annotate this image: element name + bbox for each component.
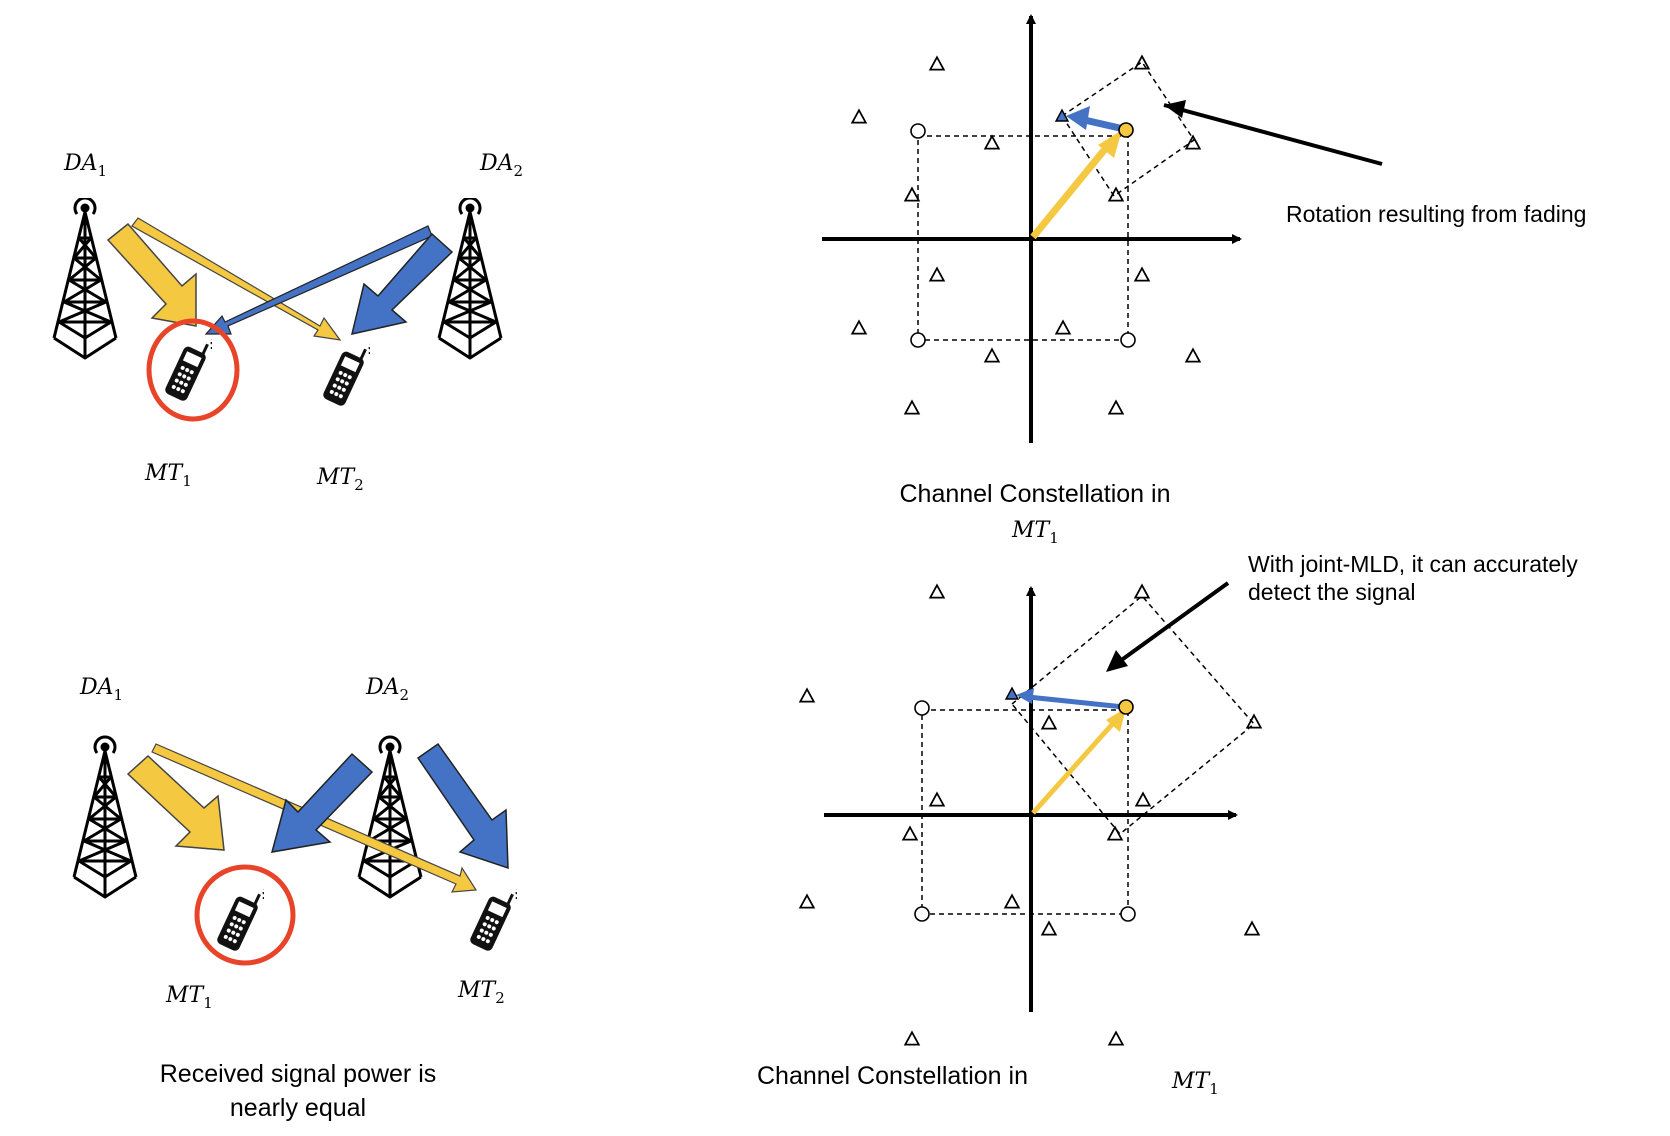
interference-points — [851, 55, 1201, 415]
top-constellation-caption-mt: MT1 — [1011, 518, 1059, 547]
blue-vector-head — [1066, 106, 1090, 130]
rotated-square — [1060, 60, 1196, 198]
bottom-constellation: With joint-MLD, it can accurately detect… — [757, 551, 1578, 1098]
signal-arrow-strong-blue — [416, 742, 509, 870]
qpsk-square — [921, 709, 1129, 915]
signal-arrow-strong-blue — [350, 232, 454, 335]
antenna-tower-icon — [357, 735, 423, 899]
mobile-phone-icon — [162, 330, 212, 406]
yellow-vector-head — [1106, 708, 1126, 732]
constellation-point — [910, 332, 926, 348]
top-constellation: Rotation resulting from fading Channel C… — [822, 14, 1586, 547]
da1-label: DA1 — [63, 151, 107, 180]
rotated-square — [1010, 594, 1256, 836]
da1-label: DA1 — [79, 675, 123, 704]
signal-arrow-weak-blue — [204, 225, 433, 335]
antenna-tower-icon — [52, 198, 118, 360]
bottom-constellation-caption-mt: MT1 — [1171, 1069, 1219, 1098]
constellation-point — [914, 700, 930, 716]
constellation-point — [914, 906, 930, 922]
bottom-scene-caption-line2: nearly equal — [230, 1094, 366, 1122]
joint-mld-annotation-line1: With joint-MLD, it can accurately — [1248, 551, 1578, 577]
received-interference-point — [1054, 108, 1070, 122]
mt1-highlight-circle — [194, 864, 296, 966]
annotation-arrowhead — [1106, 650, 1128, 672]
mt1-highlight-circle — [146, 318, 240, 422]
constellation-point — [1120, 906, 1136, 922]
blue-vector-head — [1016, 688, 1034, 704]
yellow-vector-head — [1098, 130, 1122, 158]
signal-arrow-strong-yellow — [106, 222, 197, 327]
antenna-tower-icon — [72, 735, 138, 899]
annotation-arrowhead — [1164, 100, 1186, 118]
constellation-point — [1120, 332, 1136, 348]
rotation-annotation: Rotation resulting from fading — [1286, 201, 1586, 227]
mobile-phone-icon — [214, 880, 264, 956]
bottom-constellation-caption: Channel Constellation in — [757, 1062, 1028, 1090]
yellow-signal-vector — [1031, 718, 1118, 815]
signal-arrow-weak-yellow — [131, 217, 342, 341]
bottom-scene: DA1 DA2 MT1 MT2 Received signal power is… — [72, 675, 517, 1122]
received-signal-point — [1118, 699, 1134, 715]
top-constellation-caption: Channel Constellation in — [899, 480, 1170, 508]
signal-arrow-strong-yellow — [126, 754, 225, 851]
bottom-scene-caption-line1: Received signal power is — [160, 1060, 437, 1088]
da2-label: DA2 — [479, 151, 523, 180]
signal-arrow-strong-blue — [270, 752, 374, 853]
joint-mld-annotation-line2: detect the signal — [1248, 579, 1416, 605]
annotation-arrow — [1163, 103, 1383, 166]
top-scene: DA1 DA2 MT1 MT2 — [52, 151, 523, 494]
constellation-point — [910, 123, 926, 139]
received-signal-point — [1118, 122, 1134, 138]
mt1-label: MT1 — [144, 461, 192, 490]
mt2-label: MT2 — [316, 465, 364, 494]
received-interference-point — [1004, 686, 1020, 700]
antenna-tower-icon — [437, 198, 503, 360]
annotation-arrow — [1114, 581, 1230, 666]
yellow-signal-vector — [1030, 140, 1113, 240]
da2-label: DA2 — [365, 675, 409, 704]
mobile-phone-icon — [467, 880, 517, 956]
mt1-label: MT1 — [165, 983, 213, 1012]
mobile-phone-icon — [320, 335, 370, 411]
mt2-label: MT2 — [457, 978, 505, 1007]
blue-interference-vector — [1027, 694, 1125, 710]
